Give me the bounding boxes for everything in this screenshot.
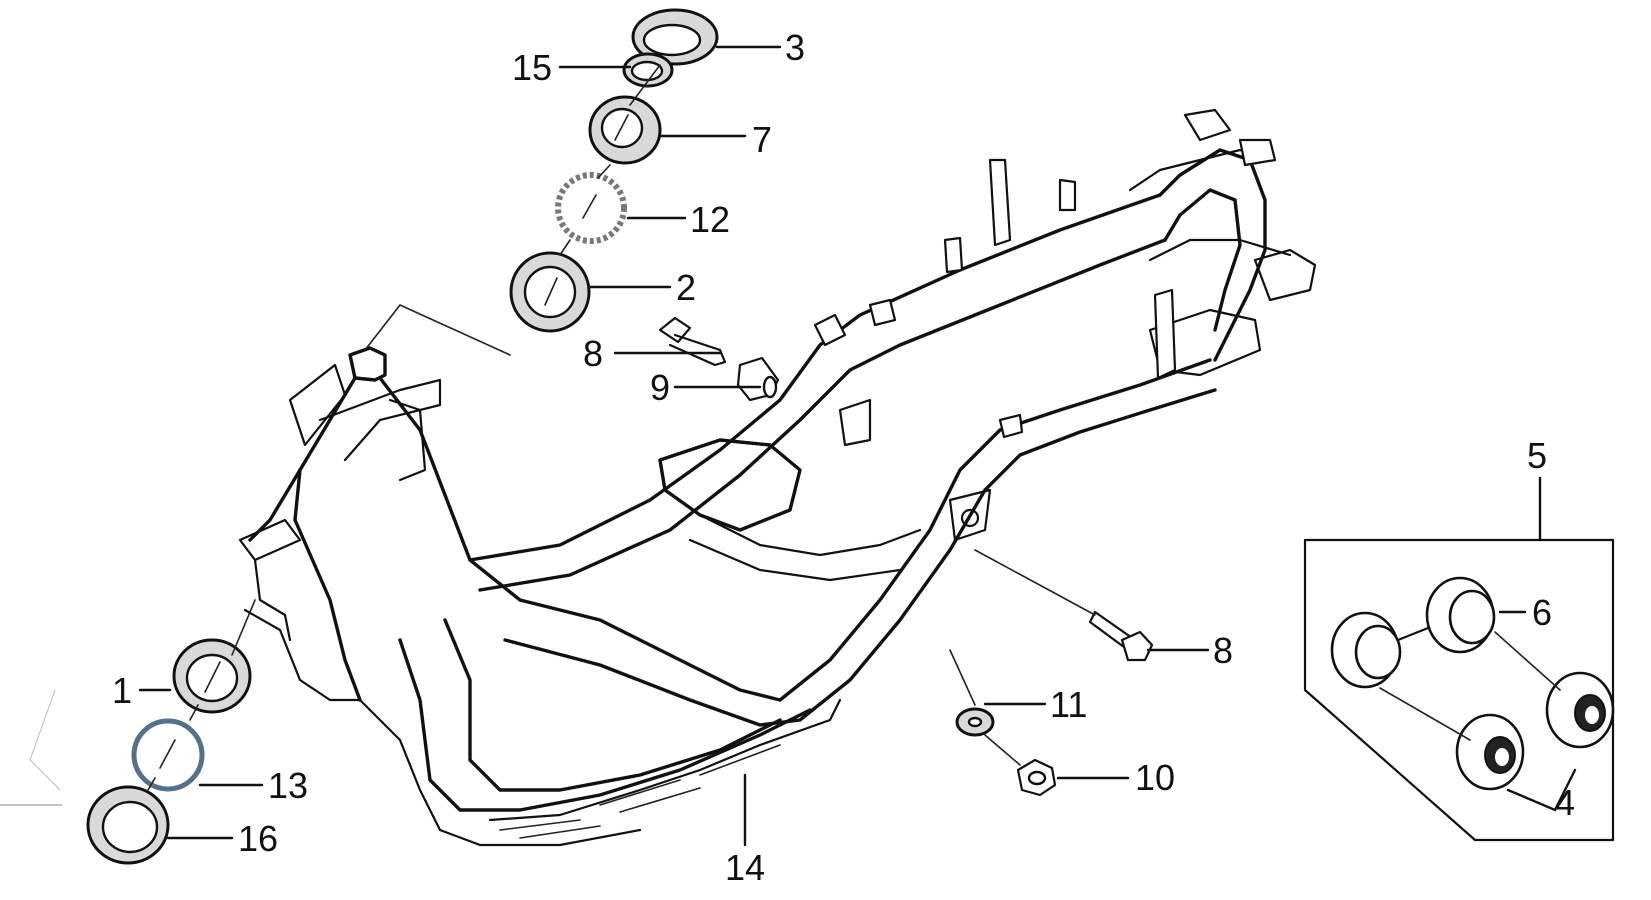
steering-axis-line <box>364 304 511 356</box>
bracket-post-1 <box>988 158 1012 247</box>
part-9-collar <box>736 356 780 402</box>
rear-loop <box>1158 148 1267 362</box>
part-4-bushing-left <box>1455 713 1525 791</box>
part-2-bearing-cone <box>509 251 591 333</box>
center-bridge <box>698 513 922 557</box>
callout-8-upper: 8 <box>583 333 603 374</box>
step-plate-ribs <box>499 744 781 839</box>
front-upper-tube <box>293 376 522 602</box>
part-3-locknut <box>631 8 719 66</box>
front-brace <box>318 378 442 462</box>
front-down-tube <box>248 468 362 702</box>
side-plate <box>838 398 872 447</box>
engine-mount-axis <box>949 549 1096 766</box>
lower-rail-right-2 <box>503 388 1217 727</box>
center-bridge-2 <box>688 538 902 582</box>
top-rail-left <box>468 193 1162 562</box>
rear-loop-inner <box>1163 188 1242 332</box>
step-plate <box>488 698 842 822</box>
kit-box-outline <box>1303 538 1615 842</box>
part-8-engine-bolt <box>1088 610 1154 662</box>
scooter-frame <box>238 108 1317 847</box>
front-brace-2 <box>388 398 427 482</box>
part-16-dust-seal <box>86 785 170 865</box>
part-7-bearing-race <box>588 95 662 165</box>
center-cross-tube <box>658 438 802 532</box>
callout-8-lower: 8 <box>1213 630 1233 671</box>
lower-rail-right <box>518 358 1212 702</box>
callout-14: 14 <box>725 847 765 888</box>
upper-stack-axis <box>559 64 661 256</box>
part-6-bushing-right <box>1425 576 1496 654</box>
callout-7: 7 <box>752 119 772 160</box>
leader-lines <box>138 45 1210 847</box>
part-13-ball-retainer <box>131 718 205 792</box>
callout-13: 13 <box>268 765 308 806</box>
bracket-tab-5 <box>1238 138 1277 167</box>
callout-5: 5 <box>1527 435 1547 476</box>
floor-tube-2 <box>443 618 782 792</box>
engine-hanger-hole <box>960 508 980 528</box>
head-tube <box>348 346 387 382</box>
callout-9: 9 <box>650 367 670 408</box>
part-11-washer <box>955 707 995 737</box>
callout-16: 16 <box>238 818 278 859</box>
upper-bearing-stack <box>509 8 719 333</box>
bracket-tab-2 <box>868 298 897 327</box>
lower-bearing-stack <box>86 599 256 865</box>
lower-stack-axis <box>147 599 256 791</box>
bracket-post-2 <box>1058 178 1077 212</box>
callout-3: 3 <box>785 27 805 68</box>
bracket-post-4 <box>1153 288 1177 380</box>
callout-labels: 3 15 7 12 2 8 9 5 6 8 11 10 4 1 13 16 14 <box>112 27 1575 888</box>
bracket-tab-1 <box>813 313 847 347</box>
floor-tube <box>398 638 812 812</box>
engine-hanger <box>948 488 992 542</box>
bracket-tab-3 <box>998 413 1024 439</box>
callout-10: 10 <box>1135 757 1175 798</box>
scan-edge-mark <box>29 689 61 791</box>
part-15-washer <box>622 52 674 88</box>
rear-right-box <box>1253 248 1317 302</box>
part-8-pivot-bolt-upper <box>658 316 727 367</box>
callout-12: 12 <box>690 199 730 240</box>
callout-15: 15 <box>512 47 552 88</box>
part-1-bearing-race <box>172 638 252 714</box>
bracket-tab-4 <box>1183 108 1232 142</box>
callout-1: 1 <box>112 670 132 711</box>
front-lower-bracket <box>238 518 302 642</box>
part-4-bushing-right <box>1545 671 1615 749</box>
floor-tube-front-drop <box>358 698 642 847</box>
callout-4: 4 <box>1555 782 1575 823</box>
top-rail-left-lower <box>478 238 1167 592</box>
part-12-ball-retainer <box>555 172 627 244</box>
part-10-nut <box>1016 758 1057 797</box>
callout-2: 2 <box>676 267 696 308</box>
callout-6: 6 <box>1532 592 1552 633</box>
front-plate <box>288 363 347 447</box>
kit-box-5 <box>1303 476 1615 842</box>
bracket-post-3 <box>943 236 964 274</box>
part-6-bushing-left <box>1330 611 1402 689</box>
callout-11: 11 <box>1050 684 1087 725</box>
front-lower-arm <box>243 608 362 702</box>
